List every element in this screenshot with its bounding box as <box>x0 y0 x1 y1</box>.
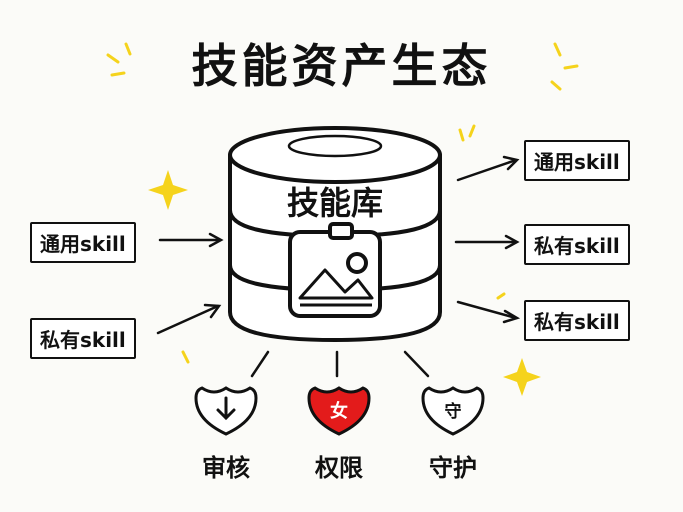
shield-glyph-female: 女 <box>330 400 348 422</box>
page-title: 技能资产生态 <box>191 39 492 93</box>
shield-female-icon: 女 <box>307 386 371 436</box>
connector-left <box>250 350 270 378</box>
database-label: 技能库 <box>286 184 383 222</box>
arrow-input-2 <box>156 303 222 335</box>
arrow-input-1 <box>158 232 224 248</box>
arrows <box>156 155 521 378</box>
shield-protect-icon: 守 <box>421 386 485 436</box>
sparkle-decorations <box>106 42 579 396</box>
arrow-output-2 <box>454 234 520 250</box>
arrow-output-3 <box>456 300 521 324</box>
connector-right <box>403 350 430 378</box>
guard-label-review: 审核 <box>202 454 250 482</box>
input-box-private-skill: 私有skill <box>30 318 136 359</box>
guard-label-protect: 守护 <box>429 454 477 482</box>
arrow-output-1 <box>456 155 520 182</box>
input-box-general-skill: 通用skill <box>30 222 136 263</box>
output-box-private-skill-2: 私有skill <box>524 300 630 341</box>
image-icon <box>288 222 382 318</box>
output-box-general-skill: 通用skill <box>524 140 630 181</box>
output-box-private-skill-1: 私有skill <box>524 224 630 265</box>
guard-label-permission: 权限 <box>315 454 363 482</box>
shield-glyph-protect: 守 <box>445 401 462 422</box>
shield-download-icon <box>194 386 258 436</box>
